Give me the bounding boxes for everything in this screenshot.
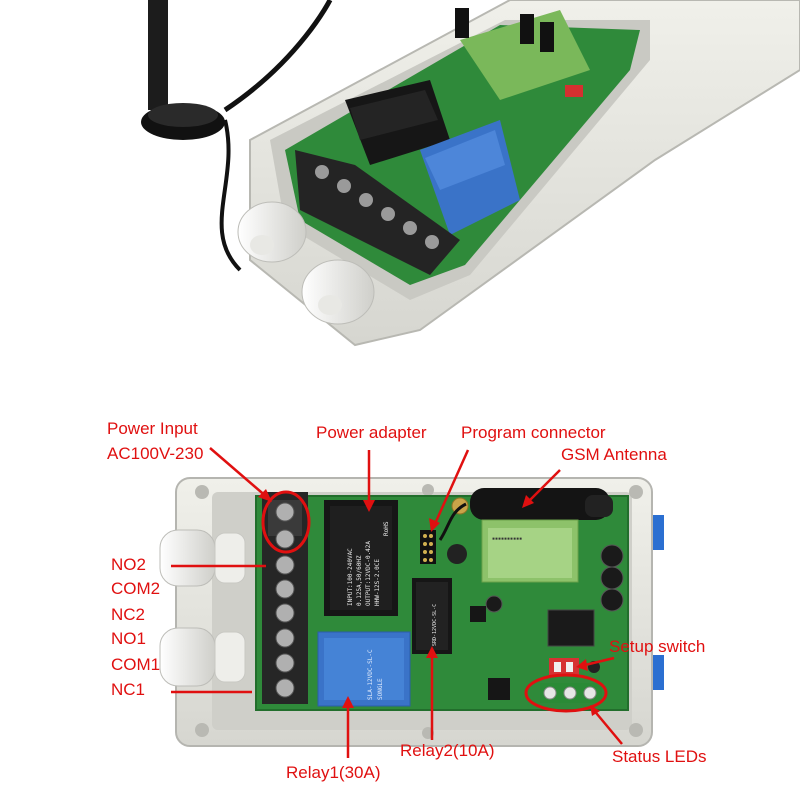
status-leds-leader bbox=[591, 707, 623, 745]
power-adapter-label: Power adapter bbox=[316, 423, 427, 442]
status-leds bbox=[540, 683, 602, 703]
setup-switch bbox=[549, 658, 600, 676]
gsm-module-marking: ▪▪▪▪▪▪▪▪▪▪ bbox=[492, 536, 522, 542]
capacitors-top bbox=[455, 8, 554, 52]
program-connector-arrowhead bbox=[429, 518, 440, 532]
relay1-component: SLA-12VDC-SL-C SONGLE bbox=[317, 631, 411, 707]
power-adapter-arrowhead bbox=[363, 500, 375, 512]
relay2-model-text: SRD-12VDC-SL-C bbox=[432, 604, 438, 646]
bottom-photo: INPUT:100-240VAC 0.125A,50/60HZ OUTPUT:1… bbox=[159, 477, 664, 747]
relay2-component: SRD-12VDC-SL-C bbox=[412, 578, 452, 654]
status-leds-label: Status LEDs bbox=[612, 747, 707, 766]
power-input-arrowhead bbox=[258, 489, 272, 502]
terminal-strip-top bbox=[295, 150, 460, 275]
power-voltage-label: AC100V-230 bbox=[107, 444, 203, 463]
program-connector-leader bbox=[432, 449, 470, 527]
adapter-rohs-mark: RoHS bbox=[383, 521, 390, 536]
ic-small bbox=[470, 606, 486, 622]
program-connector-pins bbox=[420, 530, 436, 564]
terminal-label-com1: COM1 bbox=[111, 655, 160, 674]
adapter-text-line-4: HHW-12S-2.0CE bbox=[374, 559, 381, 606]
gsm-antenna-arrowhead bbox=[522, 495, 534, 508]
setup-switch-label: Setup switch bbox=[609, 637, 705, 656]
terminal-label-nc2: NC2 bbox=[111, 605, 145, 624]
adapter-text-line-3: OUTPUT:12VDC-0.42A bbox=[365, 541, 372, 606]
power-adapter-module: INPUT:100-240VAC 0.125A,50/60HZ OUTPUT:1… bbox=[324, 500, 398, 616]
capacitors-bottom bbox=[485, 544, 624, 613]
power-input-leader bbox=[209, 447, 269, 499]
cable-glands-bottom bbox=[159, 529, 246, 687]
setup-switch-arrowhead bbox=[576, 659, 588, 671]
gsm-module: ▪▪▪▪▪▪▪▪▪▪ bbox=[481, 519, 579, 583]
relay2-arrowhead bbox=[426, 646, 438, 658]
status-leds-highlight bbox=[524, 673, 608, 713]
adapter-text-line-2: 0.125A,50/60HZ bbox=[356, 555, 363, 606]
relay1-arrowhead bbox=[342, 696, 354, 708]
terminal-screws-top bbox=[315, 165, 439, 249]
cable-glands-top bbox=[237, 201, 375, 325]
terminal-label-no2: NO2 bbox=[111, 555, 146, 574]
ic-main bbox=[488, 678, 510, 700]
gsm-antenna-label: GSM Antenna bbox=[561, 445, 667, 464]
relay1-brand-text: SONGLE bbox=[377, 678, 384, 700]
antenna-top bbox=[141, 0, 333, 272]
gsm-antenna-leader bbox=[526, 469, 561, 504]
sim-slot bbox=[547, 609, 595, 647]
status-leds-arrowhead bbox=[590, 705, 600, 716]
adapter-text-line-1: INPUT:100-240VAC bbox=[347, 548, 354, 606]
annotations: Power Input AC100V-230 Power adapter Pro… bbox=[107, 419, 707, 782]
relay1-label: Relay1(30A) bbox=[286, 763, 381, 782]
terminal-label-no1: NO1 bbox=[111, 629, 146, 648]
gsm-antenna-bar bbox=[438, 488, 613, 541]
terminal-label-nc1: NC1 bbox=[111, 680, 145, 699]
relay2-label: Relay2(10A) bbox=[400, 741, 495, 760]
dip-switch-top bbox=[565, 85, 583, 97]
power-input-label: Power Input bbox=[107, 419, 198, 438]
top-photo bbox=[141, 0, 800, 347]
program-connector-label: Program connector bbox=[461, 423, 606, 442]
relay1-model-text: SLA-12VDC-SL-C bbox=[367, 649, 374, 700]
power-input-highlight bbox=[261, 490, 311, 554]
terminal-label-com2: COM2 bbox=[111, 579, 160, 598]
terminal-screws-bottom bbox=[275, 502, 295, 698]
inductor bbox=[447, 544, 467, 564]
gsm-module-top bbox=[460, 10, 590, 100]
